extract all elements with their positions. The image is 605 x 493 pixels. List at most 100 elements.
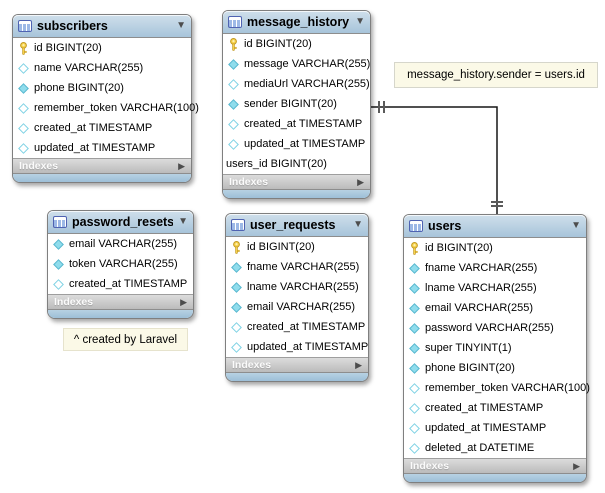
nullable-column-icon (409, 442, 420, 455)
nullable-column-icon (409, 422, 420, 435)
column-row[interactable]: id BIGINT(20) (13, 38, 191, 58)
collapse-arrow-icon[interactable]: ▼ (353, 219, 363, 230)
expand-arrow-icon[interactable]: ▶ (180, 296, 187, 307)
expand-arrow-icon[interactable]: ▶ (355, 359, 362, 370)
table-user_requests[interactable]: user_requests ▼ id BIGINT(20) fname VARCHAR… (225, 213, 369, 382)
column-row[interactable]: lname VARCHAR(255) (226, 277, 368, 297)
collapse-arrow-icon[interactable]: ▼ (178, 216, 188, 227)
column-definition: remember_token VARCHAR(100) (425, 382, 590, 394)
not-null-column-icon (409, 362, 420, 375)
indexes-bar[interactable]: Indexes ▶ (404, 458, 586, 473)
column-row[interactable]: updated_at TIMESTAMP (223, 134, 370, 154)
table-header[interactable]: users▼ (404, 215, 586, 238)
table-footer (13, 173, 191, 182)
table-users[interactable]: users▼id BIGINT(20)fname VARCHAR(255) lna… (403, 214, 590, 483)
column-row[interactable]: token VARCHAR(255) (48, 254, 193, 274)
table-header[interactable]: subscribers▼ (13, 15, 191, 38)
column-row[interactable]: email VARCHAR(255) (48, 234, 193, 254)
collapse-arrow-icon[interactable]: ▼ (176, 20, 186, 31)
column-definition: users_id BIGINT(20) (226, 158, 327, 170)
collapse-arrow-icon[interactable]: ▼ (355, 16, 365, 27)
nullable-column-icon (18, 142, 29, 155)
column-row[interactable]: remember_token VARCHAR(100) (13, 98, 199, 118)
expand-arrow-icon[interactable]: ▶ (573, 460, 580, 471)
column-row[interactable]: updated_at TIMESTAMP (226, 337, 368, 357)
column-row[interactable]: created_at TIMESTAMP (226, 317, 368, 337)
table-header[interactable]: user_requests ▼ (226, 214, 368, 237)
column-row[interactable]: created_at TIMESTAMP (13, 118, 191, 138)
column-row[interactable]: id BIGINT(20) (404, 238, 586, 258)
column-definition: created_at TIMESTAMP (244, 118, 363, 130)
column-row[interactable]: remember_token VARCHAR(100) (404, 378, 590, 398)
table-icon (231, 219, 245, 231)
nullable-column-icon (18, 62, 29, 75)
column-row[interactable]: password VARCHAR(255) (404, 318, 586, 338)
column-definition: id BIGINT(20) (34, 42, 102, 54)
column-row[interactable]: phone BIGINT(20) (13, 78, 191, 98)
column-row[interactable]: id BIGINT(20) (223, 34, 370, 54)
table-footer (48, 309, 193, 318)
table-subscribers[interactable]: subscribers▼ id BIGINT(20) name VARCHAR(25… (12, 14, 199, 183)
column-row[interactable]: sender BIGINT(20) (223, 94, 370, 114)
relationship-line[interactable] (371, 106, 498, 214)
column-definition: created_at TIMESTAMP (69, 278, 188, 290)
column-row[interactable]: lname VARCHAR(255) (404, 278, 586, 298)
column-row[interactable]: users_id BIGINT(20) (223, 154, 370, 174)
column-row[interactable]: created_at TIMESTAMP (404, 398, 586, 418)
column-definition: created_at TIMESTAMP (425, 402, 544, 414)
column-definition: id BIGINT(20) (247, 241, 315, 253)
column-row[interactable]: super TINYINT(1) (404, 338, 586, 358)
not-null-column-icon (18, 82, 29, 95)
indexes-bar[interactable]: Indexes ▶ (48, 294, 193, 309)
column-row[interactable]: updated_at TIMESTAMP (404, 418, 586, 438)
column-row[interactable]: phone BIGINT(20) (404, 358, 586, 378)
column-row[interactable]: email VARCHAR(255) (404, 298, 586, 318)
expand-arrow-icon[interactable]: ▶ (357, 176, 364, 187)
primary-key-icon (231, 240, 242, 254)
column-row[interactable]: created_at TIMESTAMP (223, 114, 370, 134)
column-definition: phone BIGINT(20) (34, 82, 124, 94)
column-definition: updated_at TIMESTAMP (34, 142, 156, 154)
column-row[interactable]: email VARCHAR(255) (226, 297, 368, 317)
table-footer (404, 473, 586, 482)
indexes-bar[interactable]: Indexes▶ (223, 174, 370, 189)
table-password_resets[interactable]: password_resets▼email VARCHAR(255) token … (47, 210, 194, 319)
indexes-label: Indexes (19, 160, 59, 172)
column-row[interactable]: updated_at TIMESTAMP (13, 138, 191, 158)
column-row[interactable]: fname VARCHAR(255) (226, 257, 368, 277)
indexes-label: Indexes (54, 296, 94, 308)
column-definition: updated_at TIMESTAMP (244, 138, 366, 150)
table-name: message_history (247, 15, 350, 29)
column-row[interactable]: message VARCHAR(255) (223, 54, 370, 74)
not-null-column-icon (231, 261, 242, 274)
not-null-column-icon (409, 262, 420, 275)
table-header[interactable]: password_resets▼ (48, 211, 193, 234)
column-row[interactable]: created_at TIMESTAMP (48, 274, 193, 294)
column-definition: id BIGINT(20) (244, 38, 312, 50)
collapse-arrow-icon[interactable]: ▼ (571, 220, 581, 231)
column-row[interactable]: name VARCHAR(255) (13, 58, 191, 78)
relationship-label[interactable]: message_history.sender = users.id (394, 62, 598, 88)
column-row[interactable]: fname VARCHAR(255) (404, 258, 586, 278)
diagram-note[interactable]: ^ created by Laravel (63, 328, 188, 351)
not-null-column-icon (231, 301, 242, 314)
column-row[interactable]: id BIGINT(20) (226, 237, 368, 257)
column-definition: lname VARCHAR(255) (425, 282, 537, 294)
indexes-bar[interactable]: Indexes ▶ (13, 158, 191, 173)
indexes-label: Indexes (410, 460, 450, 472)
one-mandatory-ticks-end-icon (491, 201, 503, 207)
column-definition: created_at TIMESTAMP (247, 321, 366, 333)
column-definition: sender BIGINT(20) (244, 98, 337, 110)
nullable-column-icon (228, 78, 239, 91)
not-null-column-icon (228, 58, 239, 71)
column-row[interactable]: mediaUrl VARCHAR(255) (223, 74, 370, 94)
column-row[interactable]: deleted_at DATETIME (404, 438, 586, 458)
expand-arrow-icon[interactable]: ▶ (178, 160, 185, 171)
table-name: user_requests (250, 218, 336, 232)
indexes-bar[interactable]: Indexes▶ (226, 357, 368, 372)
table-message_history[interactable]: message_history ▼ id BIGINT(20) message VAR… (222, 10, 371, 199)
column-definition: token VARCHAR(255) (69, 258, 178, 270)
column-list: id BIGINT(20) message VARCHAR(255) mediaUr… (223, 34, 370, 174)
column-definition: mediaUrl VARCHAR(255) (244, 78, 370, 90)
table-header[interactable]: message_history ▼ (223, 11, 370, 34)
